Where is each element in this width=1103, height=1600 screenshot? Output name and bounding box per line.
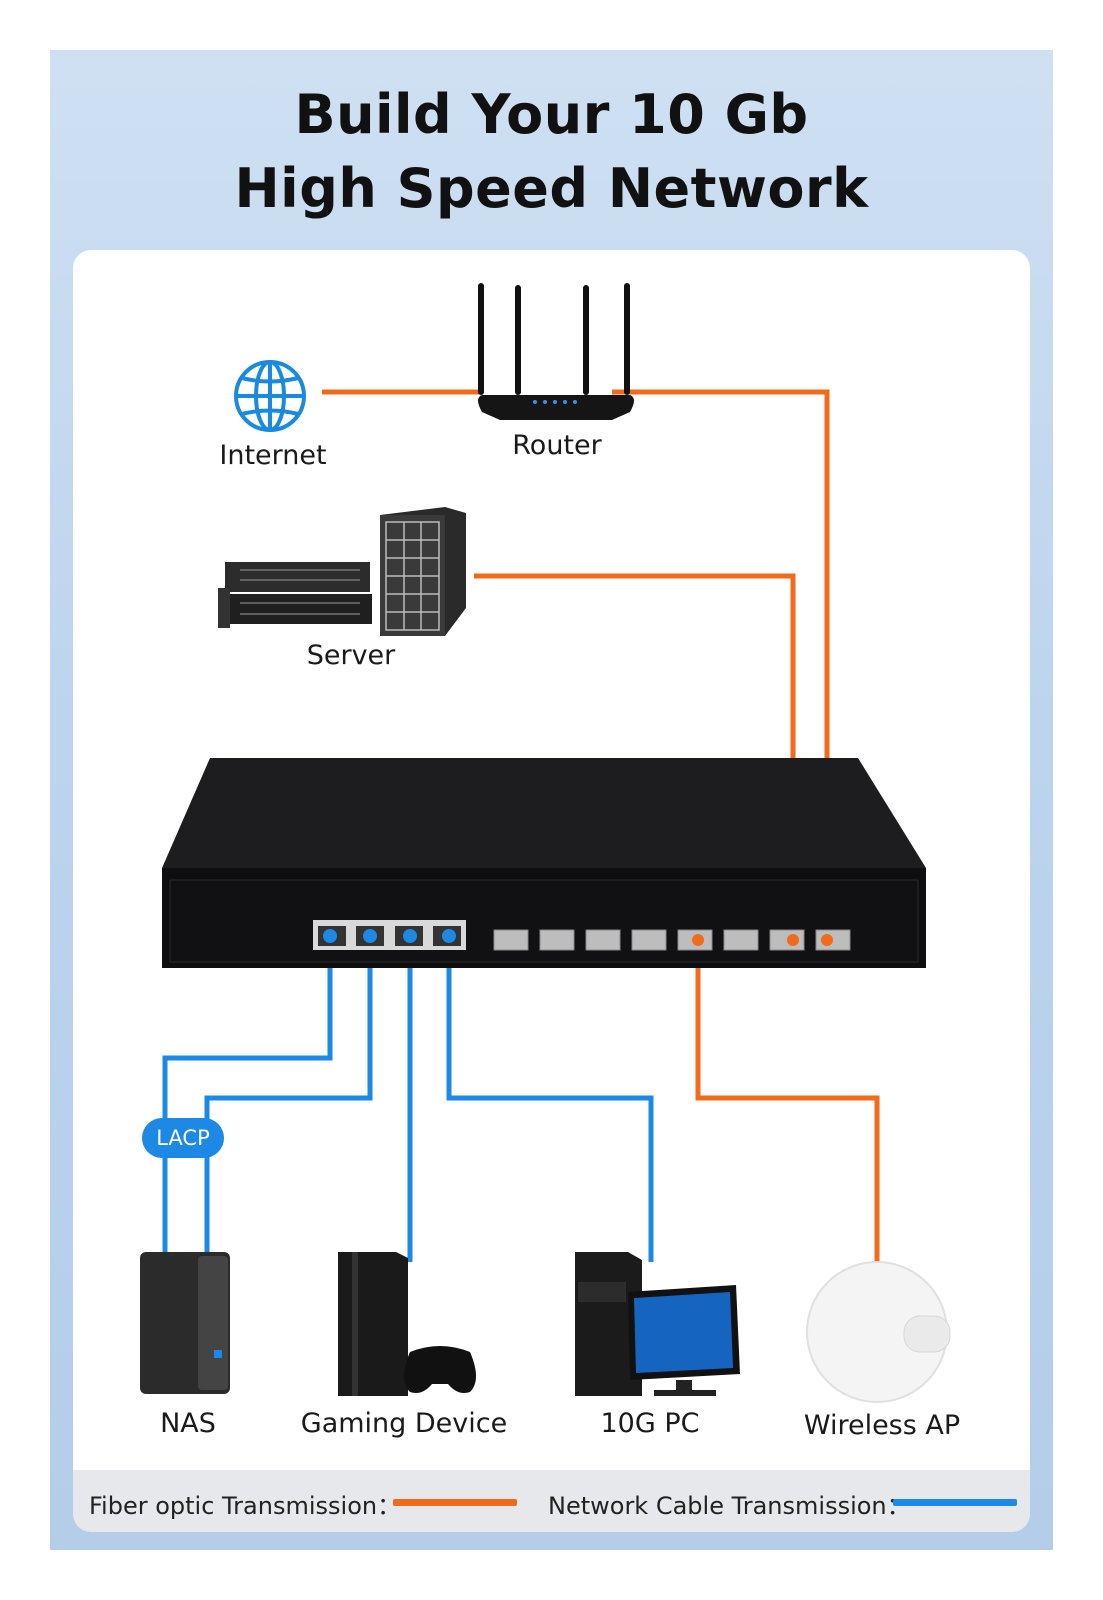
switch-ap-link [695,948,880,1262]
title-line-1: Build Your 10 Gb [294,83,809,146]
pc-icon [575,1252,740,1396]
console-icon [338,1252,476,1396]
legend-fiber-label: Fiber optic Transmission： [89,1492,402,1520]
pc-link [446,948,654,1262]
globe-icon [234,360,306,432]
nas-label: NAS [160,1408,216,1439]
legend: Fiber optic Transmission： Network Cable … [73,1470,1030,1532]
nas-link-1 [162,948,333,1255]
rj45-ports [313,920,466,950]
switch-icon [162,758,926,968]
title-line-2: High Speed Network [234,157,869,220]
legend-fiber-line [393,1499,517,1506]
pc-label: 10G PC [600,1408,700,1439]
internet-label: Internet [219,440,327,471]
nas-icon [140,1252,230,1394]
wireless-ap-label: Wireless AP [803,1410,961,1441]
router-label: Router [512,430,602,461]
nas-link-2 [204,948,373,1255]
legend-cable-line [893,1499,1017,1506]
server-icon [218,507,466,636]
access-point-icon [806,1261,951,1403]
cable-links [162,948,654,1262]
legend-cable-label: Network Cable Transmission： [548,1492,911,1520]
router-switch-link [612,389,830,940]
lacp-badge: LACP [142,1118,224,1158]
gaming-device-label: Gaming Device [300,1408,508,1439]
router-icon [478,283,634,420]
server-label: Server [306,640,396,671]
page-title: Build Your 10 Gb High Speed Network [0,78,1103,226]
